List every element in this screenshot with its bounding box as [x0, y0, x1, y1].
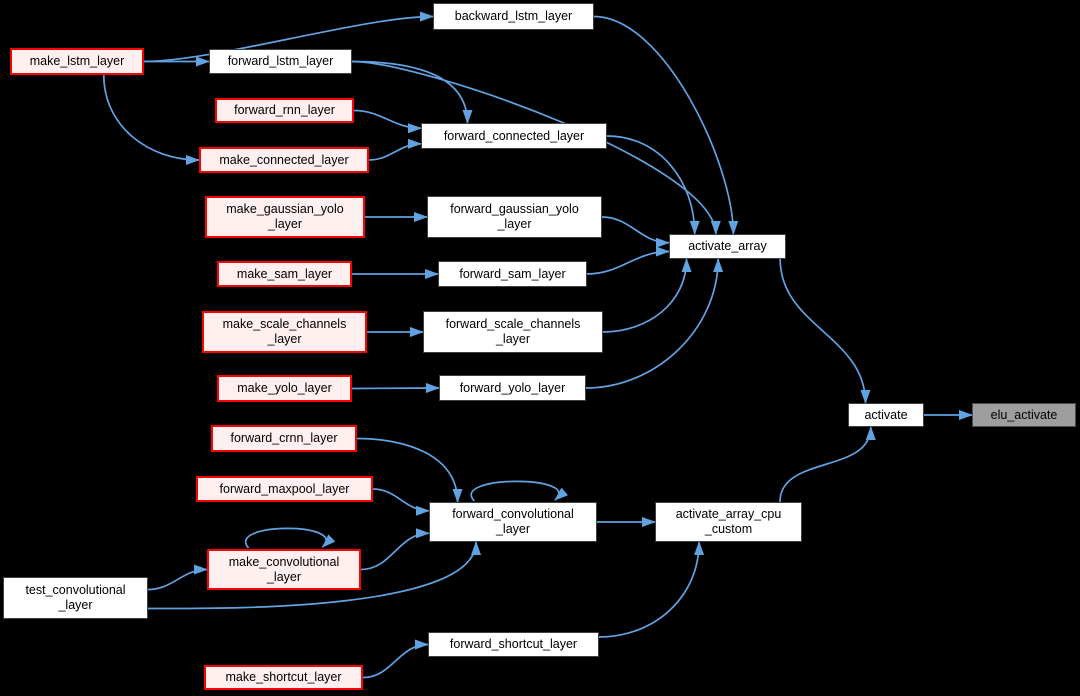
node-label: forward_shortcut_layer [449, 637, 578, 651]
edge-make_shortcut_layer-to-forward_shortcut_layer [362, 639, 429, 679]
edge-forward_crnn_layer-to-forward_convolutional_layer [356, 437, 463, 503]
node-activate[interactable]: activate [848, 403, 924, 427]
node-make_lstm_layer[interactable]: make_lstm_layer [10, 48, 144, 75]
edge-forward_scale_channels_layer-to-activate_array [602, 258, 692, 333]
node-label: make_sam_layer [236, 266, 333, 281]
node-activate_array_cpu_custom[interactable]: activate_array_cpu_custom [655, 502, 802, 542]
edge-test_convolutional_layer-to-forward_convolutional_layer [147, 541, 481, 610]
node-make_connected_layer[interactable]: make_connected_layer [199, 147, 369, 173]
node-label: forward_crnn_layer [230, 431, 338, 445]
node-make_shortcut_layer[interactable]: make_shortcut_layer [204, 665, 363, 690]
edge-forward_convolutional_layer-self-loop [470, 480, 569, 502]
edge-forward_maxpool_layer-to-forward_convolutional_layer [372, 488, 430, 516]
node-label: test_convolutional [25, 583, 126, 597]
node-label: forward_yolo_layer [459, 380, 566, 395]
node-label: activate [864, 407, 908, 422]
node-label: forward_connected_layer [443, 128, 585, 143]
node-make_gaussian_yolo_layer[interactable]: make_gaussian_yolo_layer [205, 196, 365, 238]
node-label: make_lstm_layer [29, 54, 125, 68]
node-forward_maxpool_layer[interactable]: forward_maxpool_layer [196, 476, 373, 502]
node-activate_array[interactable]: activate_array [669, 234, 786, 259]
node-forward_rnn_layer[interactable]: forward_rnn_layer [215, 98, 354, 123]
node-label: _layer [497, 217, 532, 231]
node-label: _layer [495, 522, 531, 536]
node-forward_lstm_layer[interactable]: forward_lstm_layer [209, 49, 352, 74]
edge-make_convolutional_layer-to-forward_convolutional_layer [360, 528, 430, 571]
node-forward_scale_channels_layer[interactable]: forward_scale_channels_layer [423, 311, 603, 353]
edge-backward_lstm_layer-to-activate_array [593, 15, 739, 235]
edge-make_connected_layer-to-forward_connected_layer [368, 138, 422, 161]
node-label: make_scale_channels [222, 317, 347, 331]
node-label: make_gaussian_yolo [226, 202, 344, 216]
node-label: _layer [267, 332, 302, 346]
node-label: _layer [267, 217, 303, 231]
edge-make_lstm_layer-to-make_connected_layer [102, 74, 200, 165]
edge-forward_rnn_layer-to-forward_connected_layer [353, 109, 422, 134]
edge-forward_shortcut_layer-to-activate_array_cpu_custom [598, 541, 705, 638]
node-make_yolo_layer[interactable]: make_yolo_layer [217, 375, 352, 402]
node-label: forward_sam_layer [459, 266, 566, 281]
node-label: elu_activate [990, 407, 1058, 422]
node-label: _custom [704, 522, 753, 536]
node-label: make_convolutional [228, 554, 340, 569]
node-elu_activate: elu_activate [972, 403, 1076, 427]
node-label: forward_scale_channels [445, 317, 581, 331]
edge-forward_lstm_layer-to-forward_connected_layer [351, 60, 473, 124]
edge-forward_yolo_layer-to-activate_array [585, 258, 724, 389]
node-make_sam_layer[interactable]: make_sam_layer [217, 261, 352, 287]
node-forward_crnn_layer[interactable]: forward_crnn_layer [211, 425, 357, 452]
edge-make_lstm_layer-to-backward_lstm_layer [143, 11, 434, 63]
node-forward_gaussian_yolo_layer[interactable]: forward_gaussian_yolo_layer [427, 196, 602, 238]
edge-make_convolutional_layer-self-loop [244, 527, 336, 549]
edge-activate_array-to-activate [779, 258, 871, 404]
node-label: _layer [495, 332, 531, 346]
node-label: _layer [58, 598, 93, 612]
node-label: forward_gaussian_yolo [450, 202, 579, 216]
edge-test_convolutional_layer-to-make_convolutional_layer [147, 564, 208, 591]
node-make_convolutional_layer[interactable]: make_convolutional_layer [207, 549, 361, 590]
node-test_convolutional_layer[interactable]: test_convolutional_layer [3, 577, 148, 619]
edge-forward_connected_layer-to-activate_array [606, 135, 700, 235]
node-label: forward_lstm_layer [227, 54, 334, 68]
node-label: make_yolo_layer [237, 381, 332, 395]
node-label: activate_array [688, 239, 767, 253]
edge-make_yolo_layer-to-forward_yolo_layer [351, 383, 440, 394]
node-forward_sam_layer[interactable]: forward_sam_layer [438, 261, 587, 287]
edge-activate_array_cpu_custom-to-activate [779, 426, 876, 503]
node-label: make_connected_layer [219, 152, 349, 167]
node-backward_lstm_layer[interactable]: backward_lstm_layer [433, 3, 594, 30]
node-forward_yolo_layer[interactable]: forward_yolo_layer [439, 375, 586, 401]
node-label: forward_convolutional [452, 507, 574, 521]
node-forward_convolutional_layer[interactable]: forward_convolutional_layer [429, 502, 597, 542]
edge-forward_gaussian_yolo_layer-to-activate_array [601, 216, 670, 248]
node-label: forward_maxpool_layer [219, 481, 350, 496]
node-label: forward_rnn_layer [234, 103, 335, 117]
node-forward_shortcut_layer[interactable]: forward_shortcut_layer [428, 632, 599, 657]
node-label: activate_array_cpu [675, 507, 782, 521]
edge-forward_lstm_layer-to-activate_array [351, 60, 721, 235]
node-label: _layer [266, 569, 302, 584]
node-make_scale_channels_layer[interactable]: make_scale_channels_layer [202, 311, 367, 353]
edge-forward_sam_layer-to-activate_array [586, 246, 670, 275]
node-label: make_shortcut_layer [225, 670, 342, 684]
node-forward_connected_layer[interactable]: forward_connected_layer [421, 123, 607, 149]
node-label: backward_lstm_layer [454, 9, 573, 23]
